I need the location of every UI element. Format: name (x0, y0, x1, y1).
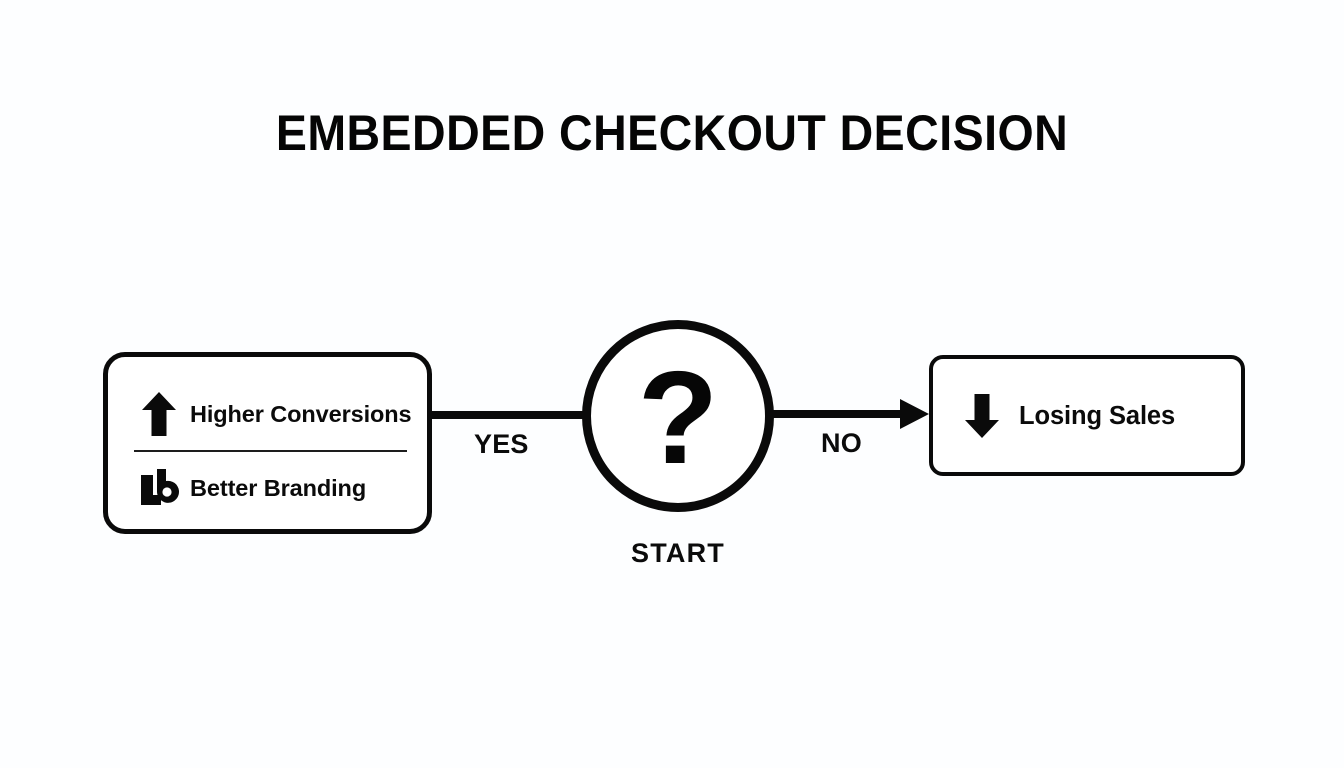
arrow-down-icon (959, 393, 1005, 438)
benefits-divider (134, 450, 407, 452)
branding-badge-icon (136, 469, 182, 507)
benefit-label: Better Branding (190, 475, 367, 501)
edge-label-no: NO (821, 428, 862, 458)
decision-circle[interactable]: ? (582, 320, 774, 512)
benefit-item-higher-conversions[interactable]: Higher Conversions (108, 379, 427, 449)
arrowhead-icon (900, 399, 929, 429)
connector-yes-line (428, 411, 588, 419)
page-title: EMBEDDED CHECKOUT DECISION (275, 105, 1069, 161)
risk-label: Losing Sales (1019, 401, 1176, 430)
benefits-box[interactable]: Higher Conversions Better Branding (103, 352, 432, 534)
decision-caption-start: START (631, 538, 725, 568)
risk-box[interactable]: Losing Sales (929, 355, 1245, 476)
benefit-item-better-branding[interactable]: Better Branding (108, 460, 427, 516)
edge-label-yes: YES (474, 429, 529, 459)
question-mark-icon: ? (637, 344, 719, 491)
connector-no-line (772, 410, 910, 418)
benefit-label: Higher Conversions (190, 401, 412, 427)
risk-item-losing-sales[interactable]: Losing Sales (933, 359, 1241, 472)
arrow-up-icon (136, 392, 182, 436)
